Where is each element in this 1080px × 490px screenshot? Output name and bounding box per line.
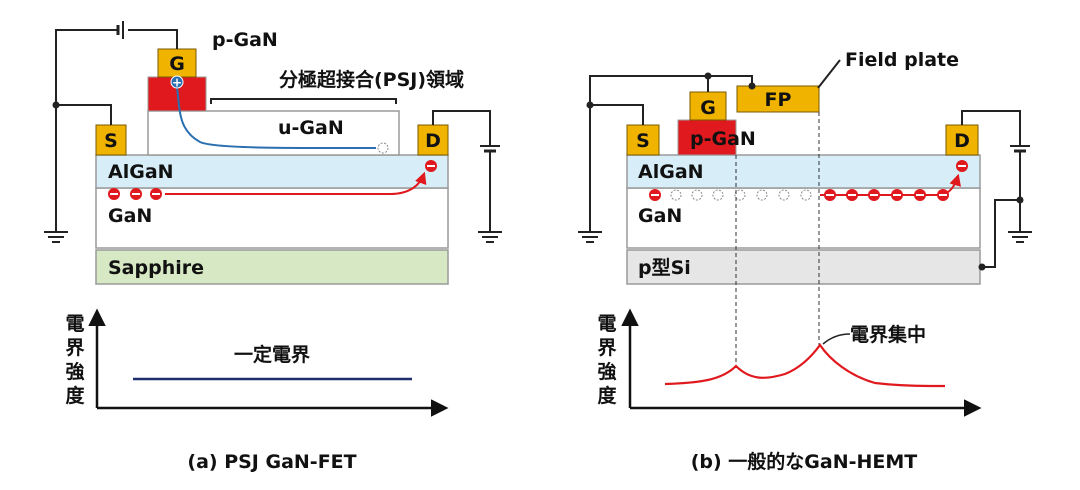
right-annotation-leader	[822, 333, 851, 345]
psj-device: G S D p-GaN 分極超接合(PSJ)領域 u-GaN AlGaN GaN…	[44, 21, 502, 285]
right-graph-ylabel-1: 電	[597, 313, 616, 335]
hemt-device: G FP p-GaN S D AlGaN GaN p型Si Field plat…	[578, 49, 1032, 368]
right-substrate-contact	[978, 263, 986, 271]
right-drain-wire	[961, 110, 1021, 146]
left-drain-label: D	[425, 130, 441, 152]
left-electron-path	[165, 171, 427, 195]
right-algan-layer	[626, 154, 981, 189]
left-battery-wire	[55, 29, 118, 125]
right-ground-symbol	[578, 231, 602, 243]
left-gate-label: G	[169, 53, 185, 75]
left-psj-region-label: 分極超接合(PSJ)領域	[279, 68, 464, 91]
right-algan-label: AlGaN	[638, 161, 704, 183]
right-graph-ylabel-3: 強	[597, 361, 616, 383]
left-hole-plus: +	[172, 76, 182, 90]
left-drain-electrode	[417, 124, 449, 156]
right-source-label: S	[636, 130, 650, 152]
left-field-graph: 電 界 強 度 一定電界	[65, 308, 449, 417]
left-electrons	[108, 160, 437, 200]
right-fp-junction	[748, 82, 756, 90]
left-graph-annotation: 一定電界	[234, 343, 310, 366]
right-electrons	[649, 160, 968, 201]
right-gate-electrode	[689, 91, 727, 121]
right-graph-ylabel-4: 度	[597, 384, 617, 407]
left-ugan-label: u-GaN	[278, 117, 344, 139]
left-substrate-label: Sapphire	[108, 257, 204, 279]
right-pgan-label: p-GaN	[690, 128, 756, 150]
right-fp-label: FP	[765, 89, 792, 111]
left-source-label: S	[104, 130, 118, 152]
left-sapphire-layer	[95, 249, 449, 285]
right-drain-ground-symbol	[1008, 231, 1032, 243]
left-graph-ylabel-2: 界	[65, 337, 84, 359]
right-fp-electrode	[736, 85, 820, 113]
right-gate-junction	[704, 72, 712, 80]
right-field-graph: 電 界 強 度 電界集中	[597, 308, 982, 417]
right-depleted-dots	[670, 189, 812, 201]
right-substrate-label: p型Si	[638, 256, 691, 279]
right-drain-label: D	[954, 130, 970, 152]
left-gate-electrode	[157, 48, 197, 78]
left-drain-wire	[432, 110, 491, 146]
left-graph-ylabel-3: 強	[65, 361, 84, 383]
left-algan-layer	[95, 154, 449, 189]
right-peak-field-curve	[664, 343, 946, 388]
right-gan-label: GaN	[638, 205, 682, 227]
left-graph-ylabel-1: 電	[65, 313, 84, 335]
left-pgan-label: p-GaN	[212, 29, 278, 51]
left-drain-ground-symbol	[478, 231, 502, 243]
right-pgan-block	[677, 119, 737, 156]
right-source-electrode	[626, 124, 660, 156]
right-field-plate-leader	[817, 59, 841, 89]
right-graph-ylabel-2: 界	[597, 337, 616, 359]
left-algan-label: AlGaN	[108, 161, 174, 183]
left-graph-ylabel-4: 度	[65, 384, 85, 407]
left-hole-path	[176, 86, 377, 150]
left-ground-symbol	[44, 231, 68, 243]
right-psi-layer	[626, 249, 981, 285]
left-gate-wire	[128, 29, 178, 49]
left-source-electrode	[95, 124, 127, 156]
left-hole-icon	[170, 75, 184, 89]
right-graph-annotation: 電界集中	[850, 323, 926, 346]
right-gate-label: G	[700, 97, 716, 119]
right-caption: (b) 一般的なGaN-HEMT	[691, 450, 918, 473]
left-gan-label: GaN	[108, 205, 152, 227]
right-field-plate-label: Field plate	[845, 49, 959, 71]
left-hole-dot	[377, 142, 389, 154]
left-caption: (a) PSJ GaN-FET	[187, 451, 356, 473]
right-gate-fp-wire	[707, 75, 753, 92]
right-substrate-wire	[980, 199, 1020, 268]
left-psj-bracket	[210, 98, 397, 104]
